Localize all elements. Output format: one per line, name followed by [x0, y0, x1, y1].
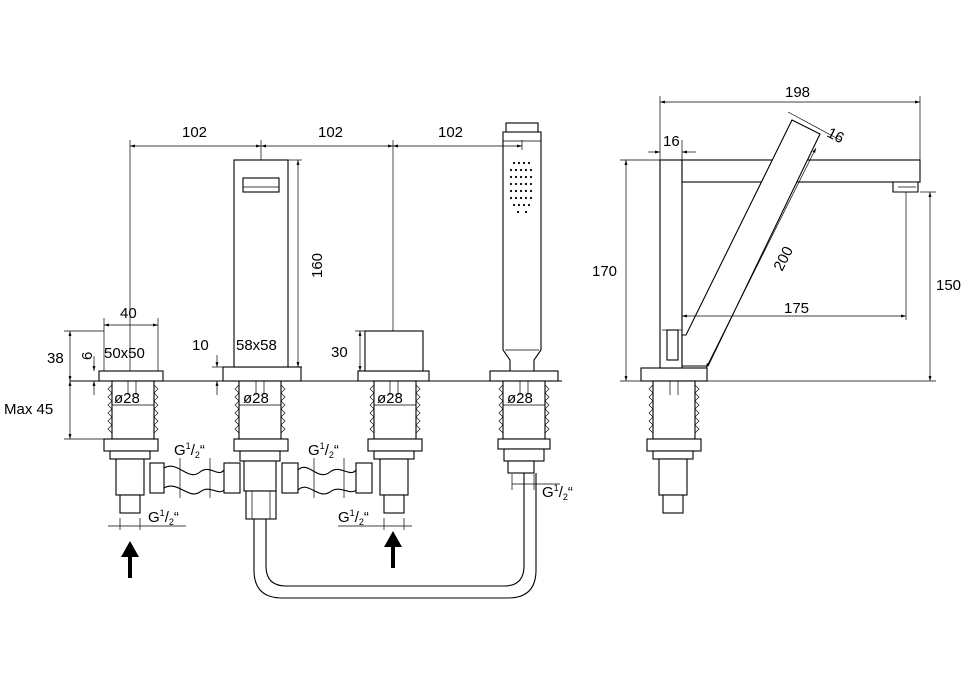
front-view: 102 102 102 160 40 50x50 58x58 10 30 3: [4, 122, 573, 599]
svg-text:G1/2“: G1/2“: [338, 508, 369, 527]
dim-shank-dia-1: ø28: [114, 390, 140, 407]
shank-2: [233, 380, 289, 520]
dim-side-spout-dia: 16: [824, 124, 847, 147]
dim-side-spout-length: 200: [770, 244, 797, 274]
side-vertical-tube: [659, 159, 683, 369]
side-base-plate: [640, 367, 708, 382]
dim-deck-plate: 6: [79, 352, 96, 360]
dim-spacing: [129, 140, 523, 371]
dim-spacing-3: 102: [438, 124, 463, 141]
dim-side-total-width: 198: [785, 84, 810, 101]
shank-3: [367, 380, 423, 514]
escutcheon-plate-1: [98, 370, 164, 382]
dim-knob-height: 30: [331, 344, 348, 361]
shank-dia-labels: ø28 ø28 ø28 ø28: [112, 390, 545, 407]
shower-hose: [253, 473, 537, 599]
shank-4: [497, 380, 551, 474]
dim-shank-dia-2: ø28: [243, 390, 269, 407]
thread-label-hose-left: G1/2“: [174, 441, 211, 498]
thread-label-shower: G1/2“: [511, 474, 573, 502]
thread-label-inlet-right: G1/2“: [338, 508, 412, 530]
dim-spacing-2: 102: [318, 124, 343, 141]
dim-spacing-1: 102: [182, 124, 207, 141]
spout-plate: [222, 366, 302, 382]
hand-shower: [502, 122, 542, 372]
svg-text:G1/2“: G1/2“: [174, 441, 205, 460]
svg-text:G1/2“: G1/2“: [148, 508, 179, 527]
dim-side-spout-reach: 175: [784, 300, 809, 317]
svg-text:G1/2“: G1/2“: [308, 441, 339, 460]
dim-side-tube: 16: [663, 133, 680, 150]
dim-shank-dia-4: ø28: [507, 390, 533, 407]
dim-shank-dia-3: ø28: [377, 390, 403, 407]
svg-text:G1/2“: G1/2“: [542, 483, 573, 502]
dim-escutcheon-width: 40: [120, 305, 137, 322]
shank-1: [103, 380, 159, 514]
connection-hose-left: [149, 462, 241, 495]
side-diagonal-tube: [681, 119, 821, 367]
dim-side-height: 170: [592, 263, 617, 280]
side-shank: [652, 380, 696, 440]
thread-label-hose-right: G1/2“: [308, 441, 345, 498]
escutcheon-plate-3: [357, 370, 430, 382]
dim-deck-min: 38: [47, 350, 64, 367]
dim-escutcheon-size: 50x50: [104, 345, 145, 362]
inlet-arrow-right: [384, 531, 402, 568]
dim-deck-max: Max 45: [4, 401, 53, 418]
connection-hose-right: [281, 462, 373, 495]
dim-side-spout-height: 150: [936, 277, 961, 294]
mixer-knob: [364, 330, 424, 372]
dim-spout-size: 58x58: [236, 337, 277, 354]
thread-label-inlet-left: G1/2“: [108, 508, 186, 530]
cascade-spout: [233, 159, 289, 368]
side-view: 198 16 16 170 200 175 150: [592, 84, 961, 514]
dim-plate-height: 10: [192, 337, 209, 354]
escutcheon-plate-4: [489, 370, 559, 382]
inlet-arrow-left: [121, 541, 139, 578]
shower-nozzles: [509, 161, 533, 214]
dim-spout-height: 160: [309, 253, 326, 278]
